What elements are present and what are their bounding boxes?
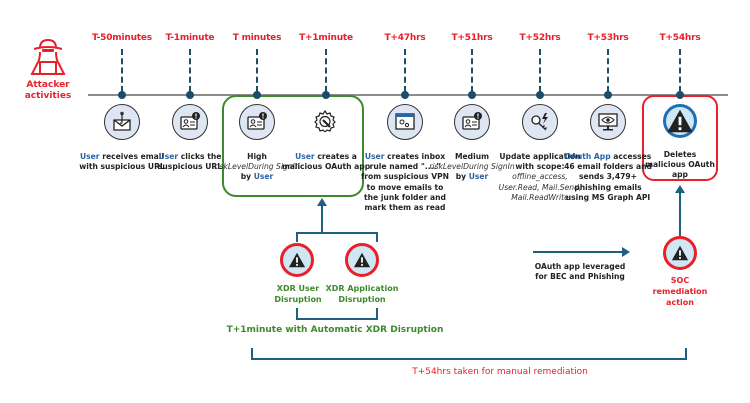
soc-arrow-head [675,185,685,193]
timeline-marker [253,91,261,99]
xdr-app-disruption-label: XDR Application Disruption [325,284,399,304]
xdr-bottom-bracket [296,318,378,320]
desc-text: creates a malicious OAuth app [281,152,371,172]
gear-wrench-icon [308,104,342,138]
timeline-marker [322,91,330,99]
event-description: Deletes malicious OAuth app [645,150,715,181]
desc-user: User [364,152,385,161]
desc-by: by [240,172,254,182]
soc-arrow-shaft [679,192,681,236]
xdr-app-disruption-icon [345,243,379,277]
xdr-top-bracket [296,232,378,234]
event-description: User receives email with suspicious URL [76,152,168,172]
desc-line: Update application with scope: [499,152,581,172]
xdr-bottom-bracket-right [376,308,378,320]
time-connector [256,49,258,92]
event-description: OAuth App accesses 46 email folders and … [562,152,654,203]
desc-text: creates inbox rule named "...." from sus… [361,152,449,213]
attacker-label: Attacker activities [18,80,78,102]
desc-text: accesses 46 email folders and sends 3,47… [564,152,652,202]
oauth-arrow-head [622,247,630,257]
time-label: T+1minute [299,33,353,43]
manual-bracket [251,358,687,360]
time-connector [404,49,406,92]
xdr-summary: T+1minute with Automatic XDR Disruption [226,325,444,335]
desc-user: User [79,152,100,161]
time-label: T+54hrs [659,33,701,43]
key-lightning-icon [522,104,558,140]
event-description: User creates inbox rule named "...." fro… [359,152,451,213]
time-connector [189,49,191,92]
time-connector [471,49,473,92]
xdr-arrow-head [317,198,327,206]
attacker-icon [28,36,68,78]
timeline-marker [118,91,126,99]
soc-alert-icon [663,236,697,270]
oauth-arrow-shaft [533,251,623,253]
desc-text: receives email with suspicious URL [79,152,165,172]
event-description: User clicks the suspicious URL [144,152,236,172]
id-card-alert-icon [172,104,208,140]
manual-bracket-left [251,348,253,360]
desc-line: High [247,152,267,161]
desc-text: Deletes malicious OAuth app [645,150,715,180]
desc-user: User [253,172,274,182]
xdr-top-bracket-right [376,232,378,242]
attacker-label-line2: activities [24,91,72,101]
time-label: T+47hrs [384,33,426,43]
xdr-disruption-box [222,95,364,197]
desc-user: User [468,172,489,182]
desc-user: User [158,152,179,161]
time-connector [607,49,609,92]
timeline-marker [604,91,612,99]
desc-italic: riskLevelDuring SignIn [214,162,300,172]
timeline-marker [468,91,476,99]
id-card-alert-icon [239,104,275,140]
timeline-marker [676,91,684,99]
attacker-label-line1: Attacker [26,80,70,90]
app-window-settings-icon [387,104,423,140]
timeline-marker [401,91,409,99]
soc-label: SOC remediation action [652,276,708,307]
xdr-top-bracket-left [296,232,298,242]
desc-user: OAuth App [564,152,611,161]
time-label: T-1minute [165,33,215,43]
timeline-marker [186,91,194,99]
xdr-user-disruption-label: XDR User Disruption [274,284,322,304]
monitor-eye-icon [590,104,626,140]
desc-line: Medium [454,152,490,161]
time-connector [679,49,681,92]
xdr-bottom-bracket-left [296,308,298,320]
oauth-arrow-label: OAuth app leveraged for BEC and Phishing [534,262,626,281]
event-description: User creates a malicious OAuth app [280,152,372,172]
xdr-user-disruption-icon [280,243,314,277]
time-label: T minutes [232,33,282,43]
time-label: T+52hrs [519,33,561,43]
time-label: T-50minutes [92,33,152,43]
time-connector [121,49,123,92]
xdr-arrow-shaft [321,205,323,233]
time-connector [325,49,327,92]
time-label: T+53hrs [587,33,629,43]
desc-text: clicks the suspicious URL [157,152,223,172]
phishing-email-icon [104,104,140,140]
desc-italic: offline_access, User.Read, Mail.Send, Ma… [498,172,582,202]
desc-by: by [455,172,469,182]
timeline-marker [536,91,544,99]
desc-user: User [295,152,315,161]
manual-bracket-right [685,348,687,360]
event-description: Update application with scope:offline_ac… [494,152,586,203]
warning-icon [663,104,697,138]
time-connector [539,49,541,92]
time-label: T+51hrs [451,33,493,43]
desc-italic: riskLevelDuring SignIn [429,162,515,172]
manual-summary: T+54hrs taken for manual remediation [412,367,588,377]
id-card-alert-icon [454,104,490,140]
